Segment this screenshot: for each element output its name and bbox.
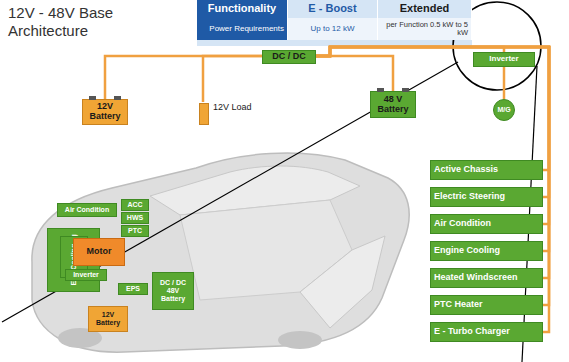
box-label: M/G — [497, 106, 510, 114]
table-strip — [197, 40, 472, 46]
table-cell: Power Requirements — [197, 18, 288, 40]
table-cell: Functionality — [197, 0, 288, 18]
box-label: 12V Load — [213, 103, 252, 113]
power-bus — [316, 47, 549, 197]
box-label: Heated Windscreen — [434, 273, 517, 283]
box-label: E - Turbo Charger — [434, 327, 510, 337]
battery-terminal — [377, 88, 384, 92]
power-bus — [503, 67, 506, 99]
box-label: Inverter — [489, 55, 518, 64]
component-box: 48 V Battery — [370, 91, 416, 118]
component-box: E - Turbo Charger — [430, 322, 543, 342]
component-box: PTC Heater — [430, 295, 543, 315]
table-cell: per Function 0.5 kW to 5 kW — [378, 18, 472, 40]
component-box: 12V Battery — [82, 99, 128, 125]
battery-terminal — [114, 96, 121, 100]
box-label: HWS — [127, 214, 143, 222]
box-label: Air Condition — [434, 219, 491, 229]
box-label: DC / DC — [160, 279, 186, 287]
load-symbol — [199, 103, 209, 125]
component-box: Motor — [73, 238, 125, 266]
table-cell: Extended — [378, 0, 472, 18]
power-bus — [316, 47, 549, 170]
power-bus — [316, 47, 549, 305]
box-label: Air Condition — [65, 206, 109, 214]
component-box: Air Condition — [430, 214, 543, 234]
battery-terminal — [89, 96, 96, 100]
component-box: ACC — [121, 199, 149, 211]
power-bus — [316, 47, 549, 251]
table-cell: Up to 12 kW — [288, 18, 378, 40]
box-label: Inverter — [73, 271, 99, 279]
power-bus — [203, 56, 262, 102]
box-label: 12V Battery — [92, 311, 124, 326]
box-label: PTC — [128, 227, 142, 235]
car-wheel — [278, 331, 322, 349]
component-box: EPS — [118, 283, 148, 295]
box-label: ACC — [127, 201, 142, 209]
power-bus — [316, 56, 393, 91]
box-label: DC / DC — [272, 52, 306, 62]
machine-circle: M/G — [493, 99, 515, 121]
box-label: Electric Steering — [434, 192, 505, 202]
box-label: 48V Battery — [156, 287, 190, 302]
box-label: Motor — [87, 247, 112, 257]
component-box: Inverter — [65, 269, 107, 281]
power-bus — [316, 47, 549, 224]
box-label: PTC Heater — [434, 300, 483, 310]
load-box: 12V Load — [198, 102, 258, 126]
component-box: Inverter — [473, 52, 535, 67]
power-bus — [316, 47, 549, 332]
diagram-title: 12V - 48V Base Architecture — [8, 4, 158, 40]
component-box: Electric Steering — [430, 187, 543, 207]
component-box: 12V Battery — [88, 306, 128, 332]
box-label: 12V Battery — [86, 102, 124, 122]
box-label: Active Chassis — [434, 165, 498, 175]
box-label: Engine Cooling — [434, 246, 500, 256]
car-rear-window — [300, 236, 385, 328]
component-box: Engine Cooling — [430, 241, 543, 261]
component-box: Air Condition — [57, 203, 117, 217]
battery-terminal — [402, 88, 409, 92]
power-bus — [316, 47, 549, 278]
box-label: EPS — [126, 285, 140, 293]
power-bus — [105, 56, 262, 99]
component-box: Active Chassis — [430, 160, 543, 180]
car-body — [32, 153, 409, 352]
component-box: HWS — [121, 212, 149, 224]
box-label: 48 V Battery — [374, 95, 412, 115]
component-box: Heated Windscreen — [430, 268, 543, 288]
table-cell: E - Boost — [288, 0, 378, 18]
component-box: PTC — [121, 225, 149, 237]
leader-line — [2, 62, 458, 322]
component-box: DC / DC48V Battery — [152, 272, 194, 310]
component-box: DC / DC — [262, 50, 316, 64]
